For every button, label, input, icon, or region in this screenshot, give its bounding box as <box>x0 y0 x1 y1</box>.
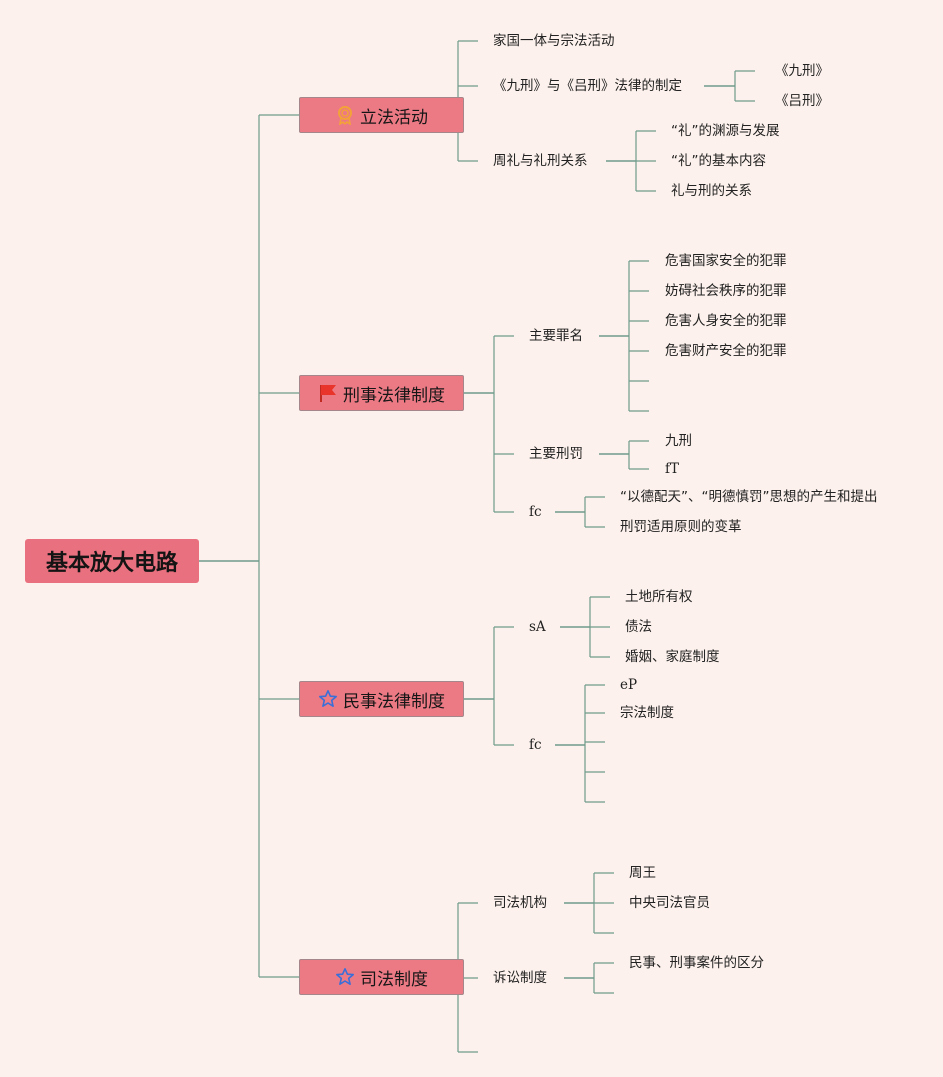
award-ribbon-icon <box>335 105 355 125</box>
topic-node[interactable]: fc <box>529 737 542 753</box>
subtopic-node[interactable]: 《九刑》 <box>775 63 829 79</box>
branch-lifa[interactable]: 立法活动 <box>299 97 464 133</box>
subtopic-node[interactable]: 周王 <box>629 865 656 881</box>
topic-node[interactable]: fc <box>529 504 542 520</box>
subtopic-node[interactable]: 宗法制度 <box>620 705 674 721</box>
branch-label: 刑事法律制度 <box>343 385 445 406</box>
subtopic-node[interactable]: 九刑 <box>665 433 692 449</box>
subtopic-node[interactable]: 中央司法官员 <box>629 895 710 911</box>
branch-label: 民事法律制度 <box>343 691 445 712</box>
topic-node[interactable]: 周礼与礼刑关系 <box>493 153 588 169</box>
red-flag-icon <box>318 383 338 403</box>
topic-node[interactable]: 司法机构 <box>493 895 547 911</box>
branch-label: 立法活动 <box>360 107 428 128</box>
subtopic-node[interactable]: “以德配天”、“明德慎罚”思想的产生和提出 <box>620 489 878 505</box>
root-node[interactable]: 基本放大电路 <box>25 539 199 583</box>
topic-node[interactable]: 主要罪名 <box>529 328 583 344</box>
subtopic-node[interactable]: 《吕刑》 <box>775 93 829 109</box>
branch-minshi[interactable]: 民事法律制度 <box>299 681 464 717</box>
subtopic-node[interactable]: 危害财产安全的犯罪 <box>665 343 787 359</box>
subtopic-node[interactable]: eP <box>620 677 638 693</box>
subtopic-node[interactable]: 危害人身安全的犯罪 <box>665 313 787 329</box>
subtopic-node[interactable]: “礼”的基本内容 <box>671 153 766 169</box>
subtopic-node[interactable]: 危害国家安全的犯罪 <box>665 253 787 269</box>
star-outline-icon <box>318 689 338 709</box>
star-outline-icon <box>335 967 355 987</box>
subtopic-node[interactable]: 礼与刑的关系 <box>671 183 752 199</box>
subtopic-node[interactable]: 民事、刑事案件的区分 <box>629 955 764 971</box>
subtopic-node[interactable]: 土地所有权 <box>625 589 693 605</box>
root-label: 基本放大电路 <box>45 551 178 576</box>
subtopic-node[interactable]: 刑罚适用原则的变革 <box>620 519 742 535</box>
branch-xingshi[interactable]: 刑事法律制度 <box>299 375 464 411</box>
topic-node[interactable]: 《九刑》与《吕刑》法律的制定 <box>493 78 682 94</box>
topic-node[interactable]: 主要刑罚 <box>529 446 583 462</box>
branch-label: 司法制度 <box>360 969 428 990</box>
branch-sifa[interactable]: 司法制度 <box>299 959 464 995</box>
topic-node[interactable]: 家国一体与宗法活动 <box>493 33 615 49</box>
subtopic-node[interactable]: 妨碍社会秩序的犯罪 <box>665 283 787 299</box>
subtopic-node[interactable]: fT <box>665 461 680 477</box>
subtopic-node[interactable]: “礼”的渊源与发展 <box>671 123 780 139</box>
topic-node[interactable]: sA <box>529 619 546 635</box>
subtopic-node[interactable]: 债法 <box>625 619 652 635</box>
topic-node[interactable]: 诉讼制度 <box>493 970 547 986</box>
subtopic-node[interactable]: 婚姻、家庭制度 <box>625 649 720 665</box>
